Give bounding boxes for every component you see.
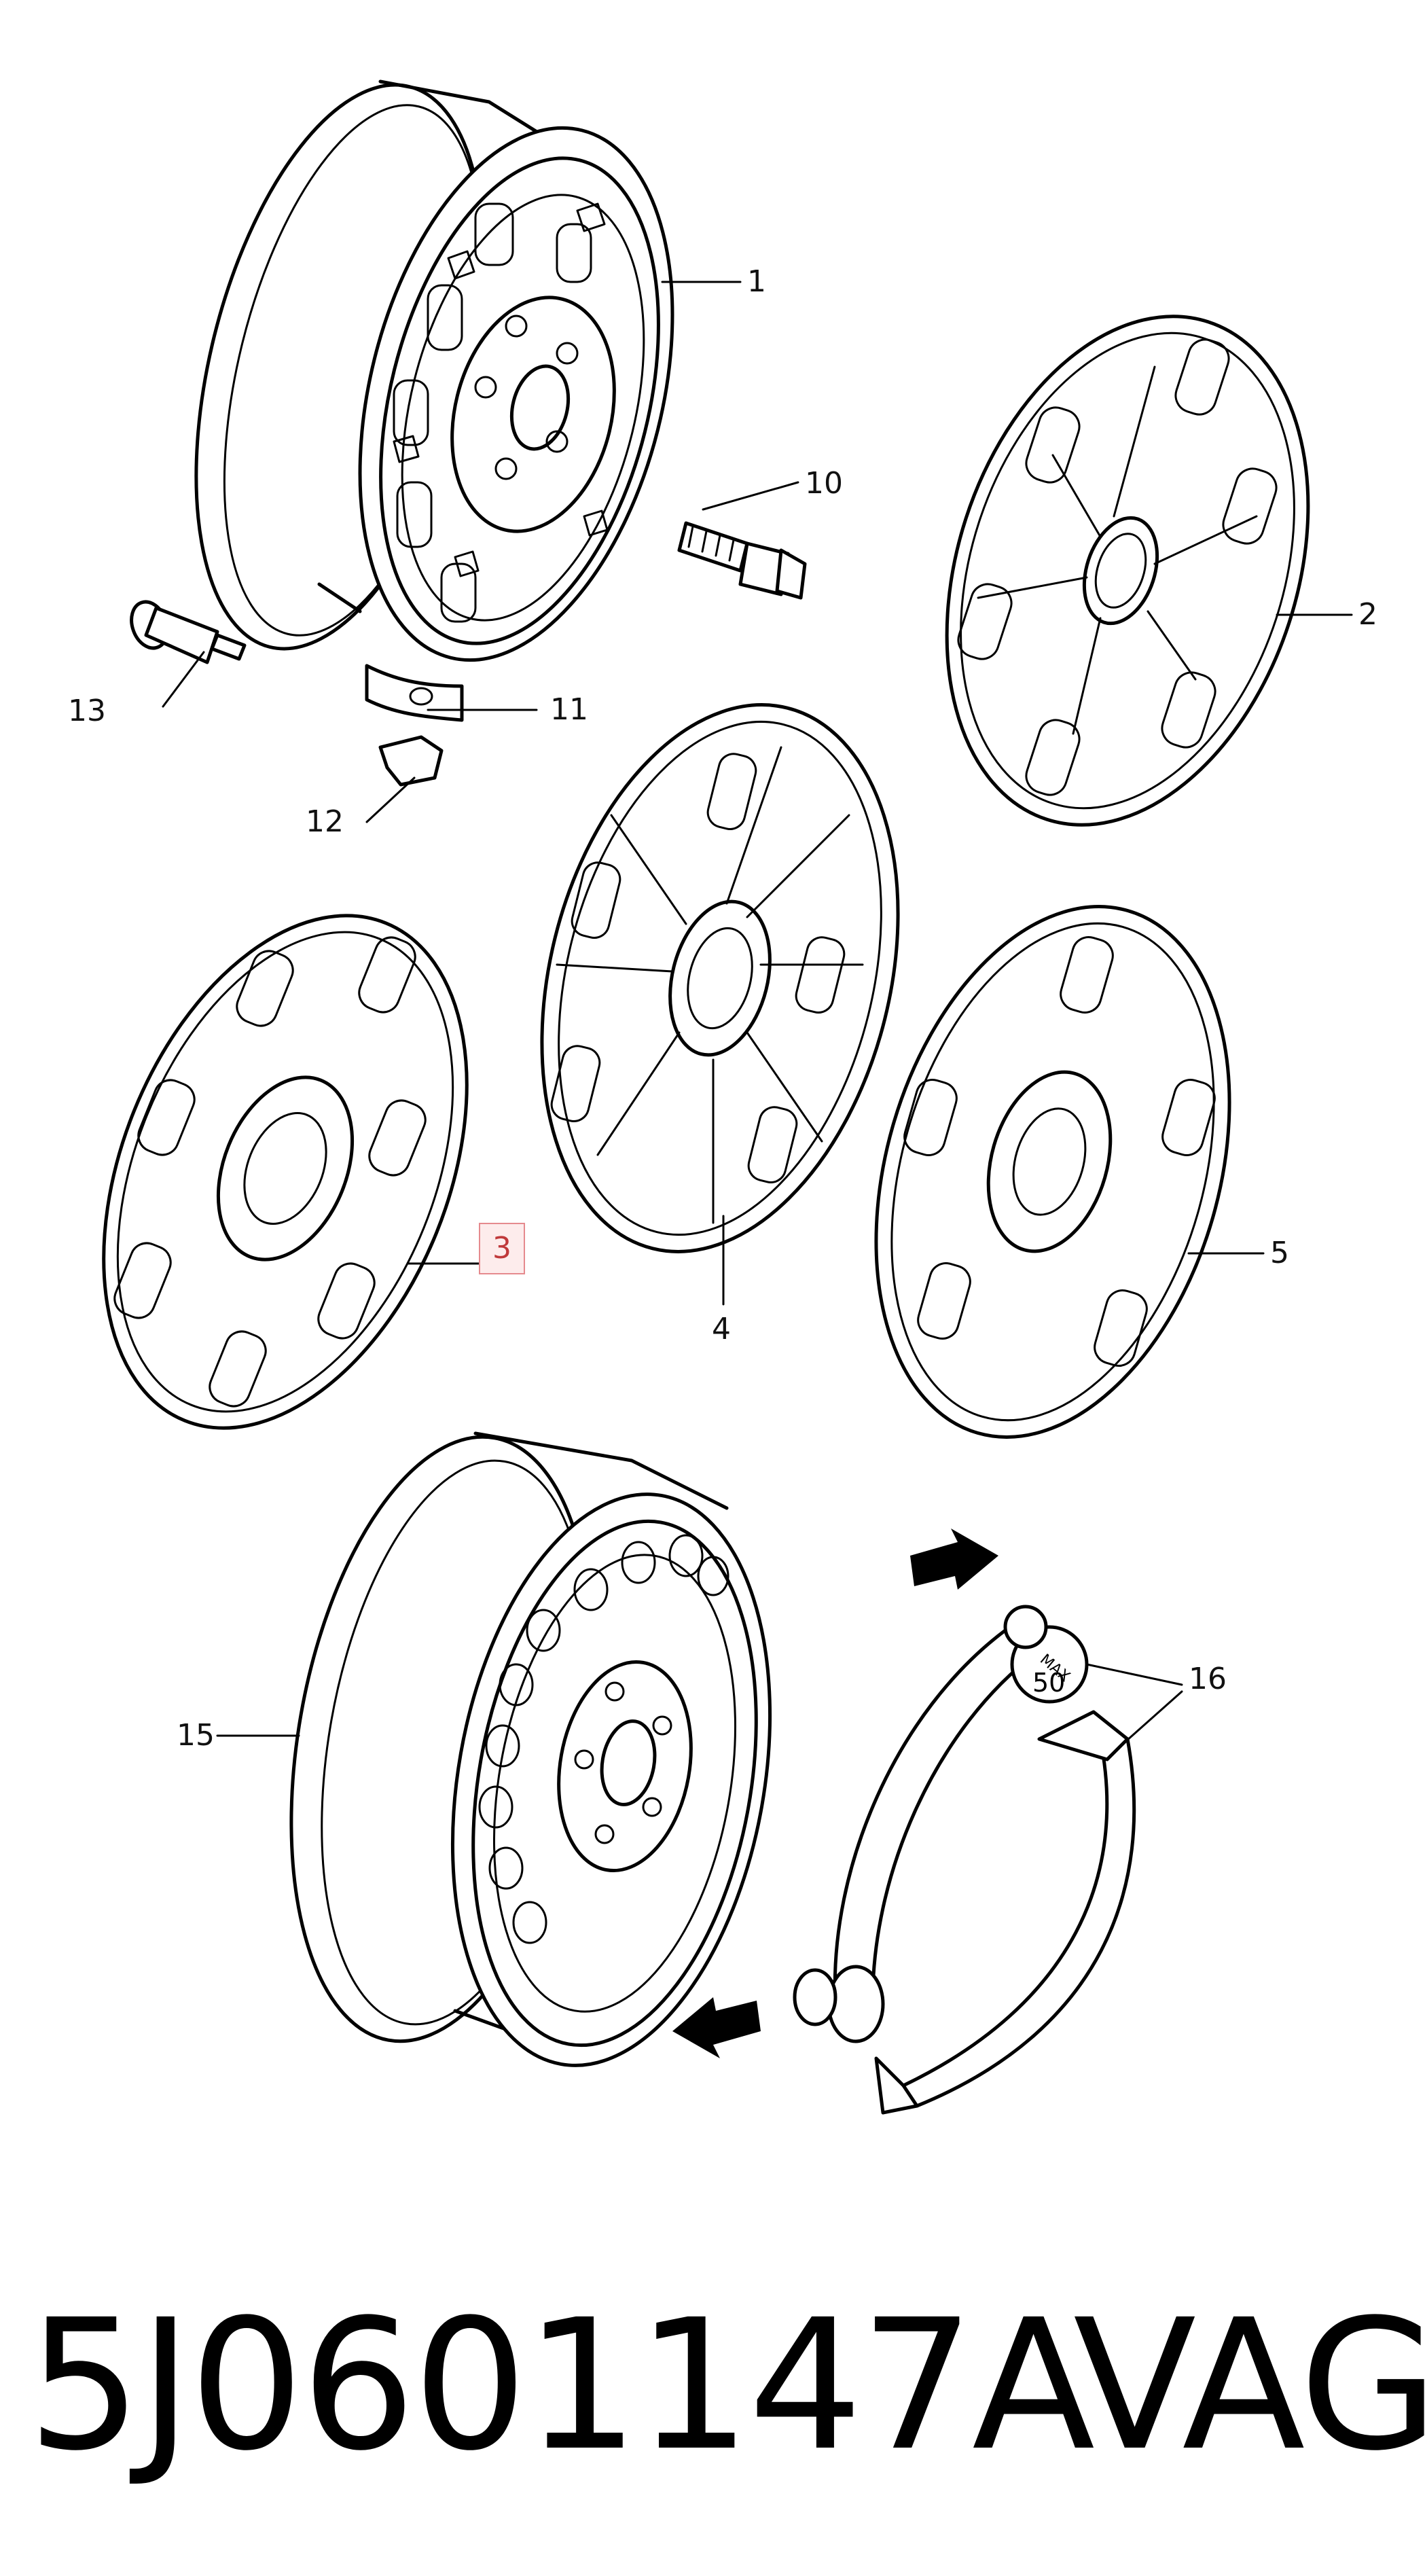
leader-lines (162, 281, 1353, 1747)
part-15-steel-wheel (289, 1431, 772, 2067)
part-10-wheel-bolt (677, 521, 807, 600)
part-13-tire-valve (130, 600, 247, 664)
part-11-balance-weight (365, 664, 464, 722)
clip-value-label: 50 (1032, 1668, 1065, 1698)
callout-4: 4 (712, 1312, 731, 1346)
part-4-wheel-cover (540, 703, 900, 1253)
part-3-wheel-cover (102, 914, 469, 1430)
callout-16: 16 (1189, 1662, 1227, 1696)
rotation-arrow-down-icon (672, 1997, 761, 2058)
rotation-arrow-up-icon (910, 1528, 998, 1590)
part-2-wheel-cover (945, 315, 1310, 827)
part-12-weight-clip (378, 735, 444, 787)
part-number-label: 5J0601147A (27, 2281, 1095, 2490)
callout-3-highlighted[interactable]: 3 (479, 1223, 525, 1274)
manufacturer-label: VAG (1073, 2281, 1425, 2490)
callout-1: 1 (747, 264, 766, 299)
callout-2: 2 (1358, 597, 1377, 632)
callout-12: 12 (306, 804, 344, 839)
callout-11: 11 (550, 692, 588, 727)
callout-5: 5 (1270, 1236, 1289, 1270)
part-1-steel-rim (194, 79, 674, 662)
callout-10: 10 (805, 466, 843, 501)
part-5-wheel-cover (874, 905, 1231, 1439)
callout-13: 13 (68, 694, 106, 728)
part-16-retaining-ring: MAX 50 (672, 1528, 1136, 2115)
callout-15: 15 (177, 1718, 215, 1753)
